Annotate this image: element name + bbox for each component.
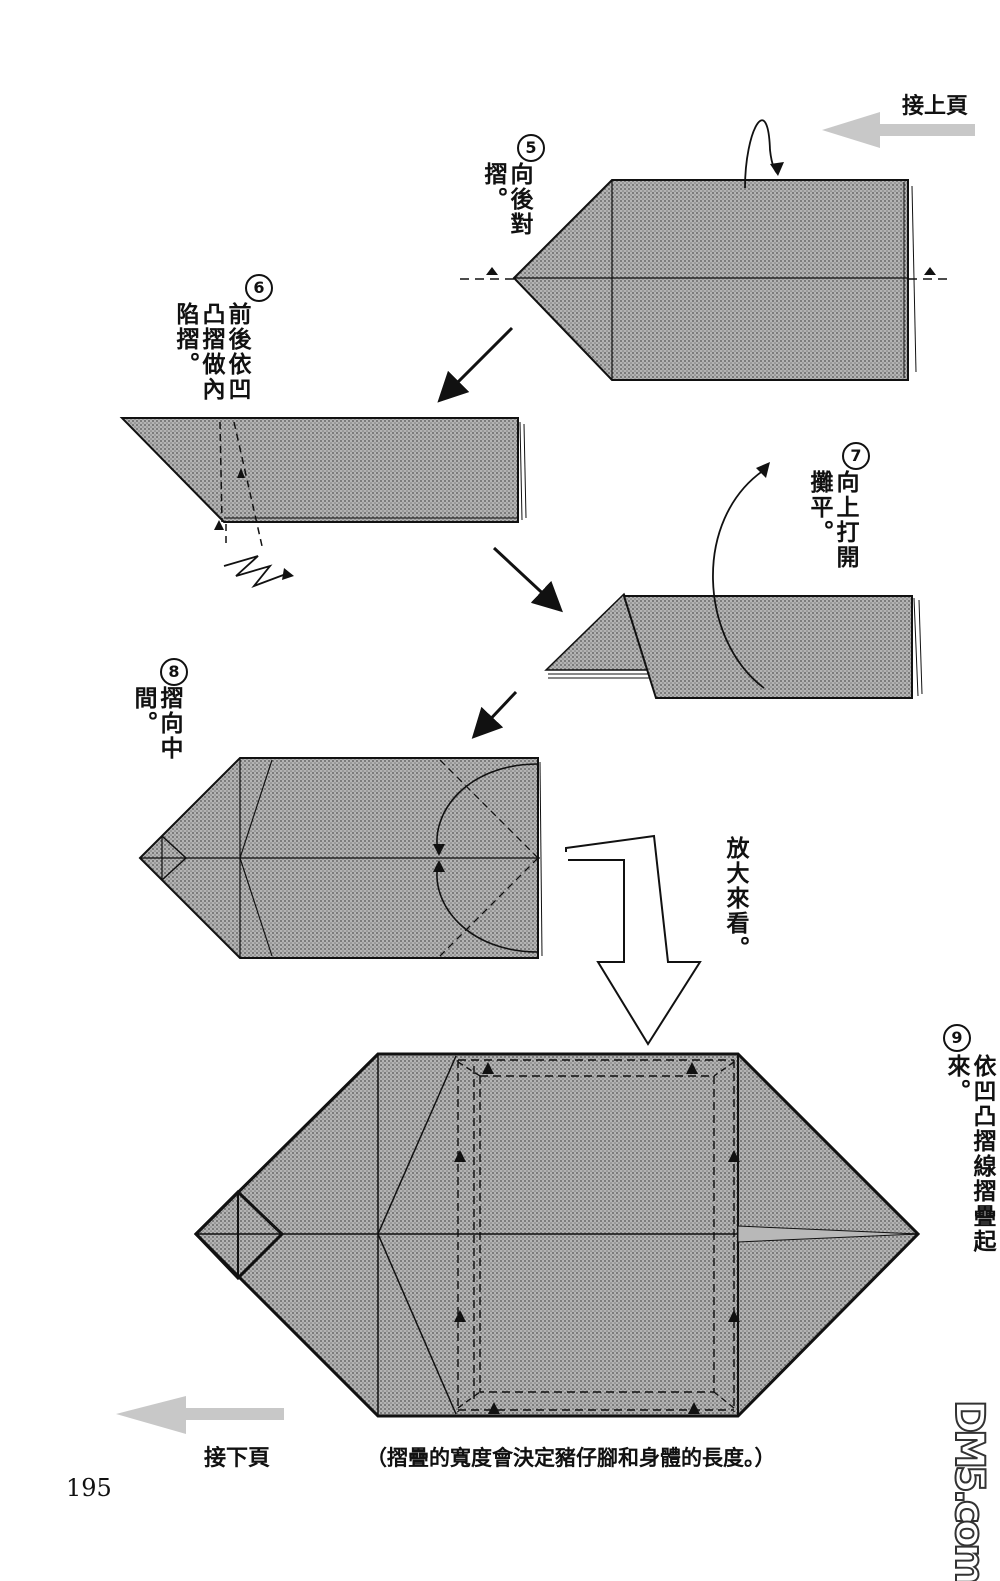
zoom-arrow-icon [560,834,702,1046]
step-arrow-icon [437,326,514,403]
continue-next-label: 接下頁 [204,1446,271,1471]
step6-number: 6 [245,274,273,302]
step9-number: 9 [943,1024,971,1052]
step5-diagram [460,119,952,381]
footer-note: （摺疊的寬度會決定豬仔腳和身體的長度。） [366,1446,776,1470]
step5-text: 向後對摺。 [480,162,532,237]
step7-diagram [544,462,923,699]
step9-diagram [193,1052,921,1418]
step8-text: 摺向中間。 [130,686,182,761]
step7-text: 向上打開攤平。 [806,470,858,570]
zoom-caption: 放大來看。 [722,836,748,961]
step6-diagram [119,417,527,588]
step7-number: 7 [842,442,870,470]
step8-diagram [138,757,543,959]
step5-number: 5 [517,134,545,162]
continue-prev-label: 接上頁 [902,94,969,119]
step6-text: 前後依凹凸摺做內陷摺。 [172,302,250,402]
watermark-logo: DM5.com [945,1399,993,1581]
step-arrow-icon [471,690,518,739]
step-arrow-icon [492,546,563,613]
step9-text: 依凹凸摺線摺疊起來。 [943,1054,995,1254]
step8-number: 8 [160,658,188,686]
page-number: 195 [66,1474,112,1502]
gray-arrow-left-top-icon [822,112,975,148]
gray-arrow-left-bottom-icon [116,1396,284,1434]
